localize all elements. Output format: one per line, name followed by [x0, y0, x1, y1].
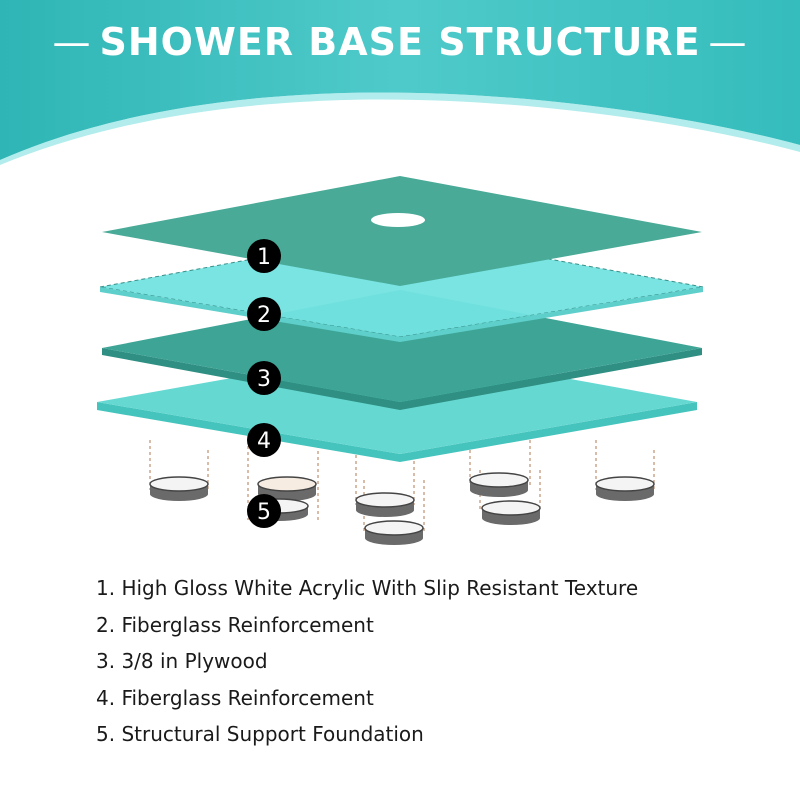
support-puck-icon — [595, 476, 655, 501]
header-banner — [0, 0, 800, 165]
support-puck-icon — [149, 476, 209, 501]
legend-item-5: 5. Structural Support Foundation — [96, 722, 424, 746]
page-title: —SHOWER BASE STRUCTURE— — [0, 14, 800, 70]
support-puck-icon — [469, 472, 529, 497]
badge-5: 5 — [247, 494, 281, 528]
badge-4-label: 4 — [257, 429, 271, 454]
legend-item-3: 3. 3/8 in Plywood — [96, 649, 268, 673]
layer-diagram: 1 2 3 4 5 — [97, 176, 704, 545]
support-puck-icon — [364, 520, 424, 545]
support-pucks — [149, 472, 655, 545]
badge-1-label: 1 — [257, 245, 271, 270]
badge-2-label: 2 — [257, 303, 271, 328]
layer-legend: 1. High Gloss White Acrylic With Slip Re… — [96, 570, 786, 753]
layer-top-acrylic — [102, 176, 702, 286]
title-dash-left: — — [52, 20, 92, 64]
badge-2: 2 — [247, 297, 281, 331]
legend-item-2: 2. Fiberglass Reinforcement — [96, 612, 374, 637]
support-puck-icon — [355, 492, 415, 517]
title-dash-right: — — [708, 20, 748, 64]
page-title-text: SHOWER BASE STRUCTURE — [99, 20, 701, 64]
badge-4: 4 — [247, 423, 281, 457]
header-wave — [0, 0, 800, 160]
support-guides — [149, 432, 655, 532]
badge-3: 3 — [247, 361, 281, 395]
legend-item-1: 1. High Gloss White Acrylic With Slip Re… — [96, 576, 639, 600]
legend-item-4: 4. Fiberglass Reinforcement — [96, 685, 374, 710]
header-wave-highlight — [0, 92, 800, 165]
support-puck-icon — [481, 500, 541, 525]
badge-3-label: 3 — [257, 367, 271, 392]
badge-1: 1 — [247, 239, 281, 273]
badge-5-label: 5 — [257, 500, 271, 525]
drain-hole-icon — [371, 213, 425, 227]
